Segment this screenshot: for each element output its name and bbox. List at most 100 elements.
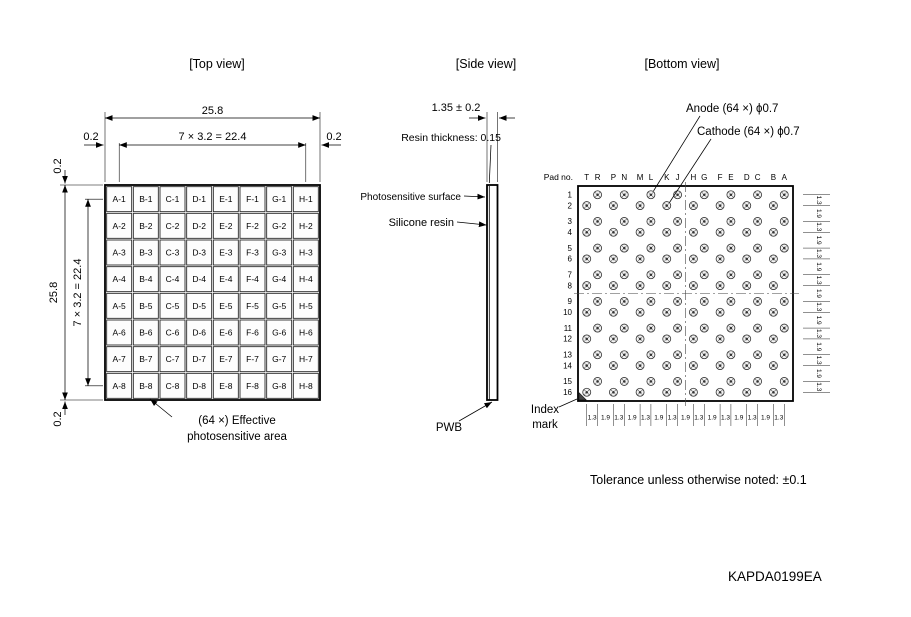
pitch-value: 1.9 xyxy=(815,369,822,378)
pitch-value: 1.3 xyxy=(694,415,703,422)
pad xyxy=(619,323,629,333)
pad-row-label: 5 xyxy=(568,244,573,253)
pad xyxy=(593,243,602,253)
pad-no-label: Pad no. xyxy=(544,172,573,182)
pad xyxy=(635,387,645,397)
photosensitive-cell xyxy=(266,292,293,319)
cell-label: F-4 xyxy=(246,274,259,284)
pad xyxy=(646,350,656,360)
pad xyxy=(779,190,789,200)
cell-label: G-2 xyxy=(272,221,286,231)
dim-margin-top: 0.2 xyxy=(52,158,64,173)
pad xyxy=(753,323,762,333)
cell-label: C-4 xyxy=(166,274,180,284)
photosensitive-cell xyxy=(186,266,213,293)
dim-thickness: 1.35 ± 0.2 xyxy=(432,102,481,114)
cell-label: C-6 xyxy=(166,328,180,338)
pad-row-label: 15 xyxy=(563,377,572,386)
pad xyxy=(635,254,645,264)
pad-column-label: B xyxy=(771,173,776,182)
pad-column-label: P xyxy=(611,173,616,182)
pitch-value: 1.3 xyxy=(748,415,757,422)
pwb-label: PWB xyxy=(436,422,463,434)
pad xyxy=(689,361,698,370)
pitch-value: 1.9 xyxy=(815,342,822,351)
cell-label: D-1 xyxy=(192,194,206,204)
pad xyxy=(662,307,672,317)
pad xyxy=(673,323,682,333)
pad-column-label: C xyxy=(755,173,761,182)
pad xyxy=(726,270,736,280)
pad xyxy=(742,387,752,397)
photosensitive-cell xyxy=(159,186,186,213)
side-view-dimension-lines xyxy=(456,112,515,422)
photosensitive-cell xyxy=(239,186,266,213)
dim-pitch-height: 7 × 3.2 = 22.4 xyxy=(72,259,84,327)
document-number: KAPDA0199EA xyxy=(728,569,822,584)
dim-margin-left: 0.2 xyxy=(83,131,98,143)
cell-label: E-3 xyxy=(219,248,233,258)
photosensitive-cell xyxy=(266,319,293,346)
cell-label: F-7 xyxy=(246,354,259,364)
dim-overall-width: 25.8 xyxy=(202,105,223,117)
photosensitive-cell xyxy=(292,212,319,239)
pad xyxy=(582,334,592,344)
photosensitive-cell xyxy=(266,239,293,266)
pad xyxy=(715,201,725,210)
cell-label: G-7 xyxy=(272,354,286,364)
photosensitive-cell xyxy=(186,292,213,319)
pad xyxy=(619,297,629,306)
pitch-value: 1.3 xyxy=(815,302,822,311)
pad xyxy=(619,190,629,200)
side-view: [Side view] 1.35 ± 0.2 Resin thickness: … xyxy=(360,57,516,434)
photosensitive-cell xyxy=(239,319,266,346)
pad-column-label: T xyxy=(584,173,589,182)
cell-label: H-6 xyxy=(299,328,313,338)
photosensitive-cell xyxy=(239,372,266,399)
photosensitive-cell xyxy=(186,186,213,213)
pad xyxy=(753,190,762,200)
pad xyxy=(673,243,682,253)
pad-row-label: 14 xyxy=(563,361,572,370)
cell-label: B-2 xyxy=(139,221,153,231)
pad xyxy=(673,377,682,386)
cell-label: H-4 xyxy=(299,274,313,284)
index-mark-label-line1: Index xyxy=(531,404,559,416)
pad xyxy=(673,270,682,280)
cell-label: B-1 xyxy=(139,194,153,204)
pad xyxy=(635,227,645,237)
silicone-resin-label: Silicone resin xyxy=(389,217,454,229)
pitch-value: 1.3 xyxy=(815,276,822,285)
pad-array xyxy=(582,190,789,397)
pad xyxy=(742,307,752,317)
pad-column-label: N xyxy=(621,173,627,182)
pad xyxy=(779,350,789,360)
pitch-value: 1.3 xyxy=(815,329,822,338)
pad-column-label: D xyxy=(744,173,750,182)
dim-margin-bottom: 0.2 xyxy=(52,411,64,426)
pitch-value: 1.9 xyxy=(815,316,822,325)
pad-row-label: 8 xyxy=(568,281,573,290)
pad xyxy=(779,243,789,253)
cell-label: E-8 xyxy=(219,381,233,391)
pad xyxy=(609,227,618,237)
pad xyxy=(582,254,592,264)
photosensitive-cell xyxy=(186,346,213,373)
cell-label: C-8 xyxy=(166,381,180,391)
photosensitive-cell xyxy=(292,186,319,213)
pad xyxy=(742,201,752,210)
pad xyxy=(582,227,592,237)
pad xyxy=(593,190,602,200)
pad-row-label: 11 xyxy=(564,324,573,333)
cell-label: G-5 xyxy=(272,301,286,311)
pad xyxy=(689,334,698,344)
pad-column-label: L xyxy=(649,173,654,182)
pad xyxy=(769,361,778,370)
pad xyxy=(699,217,709,226)
pad xyxy=(779,377,789,386)
cell-label: B-3 xyxy=(139,248,153,258)
pad xyxy=(699,377,709,386)
cell-label: E-2 xyxy=(219,221,233,231)
